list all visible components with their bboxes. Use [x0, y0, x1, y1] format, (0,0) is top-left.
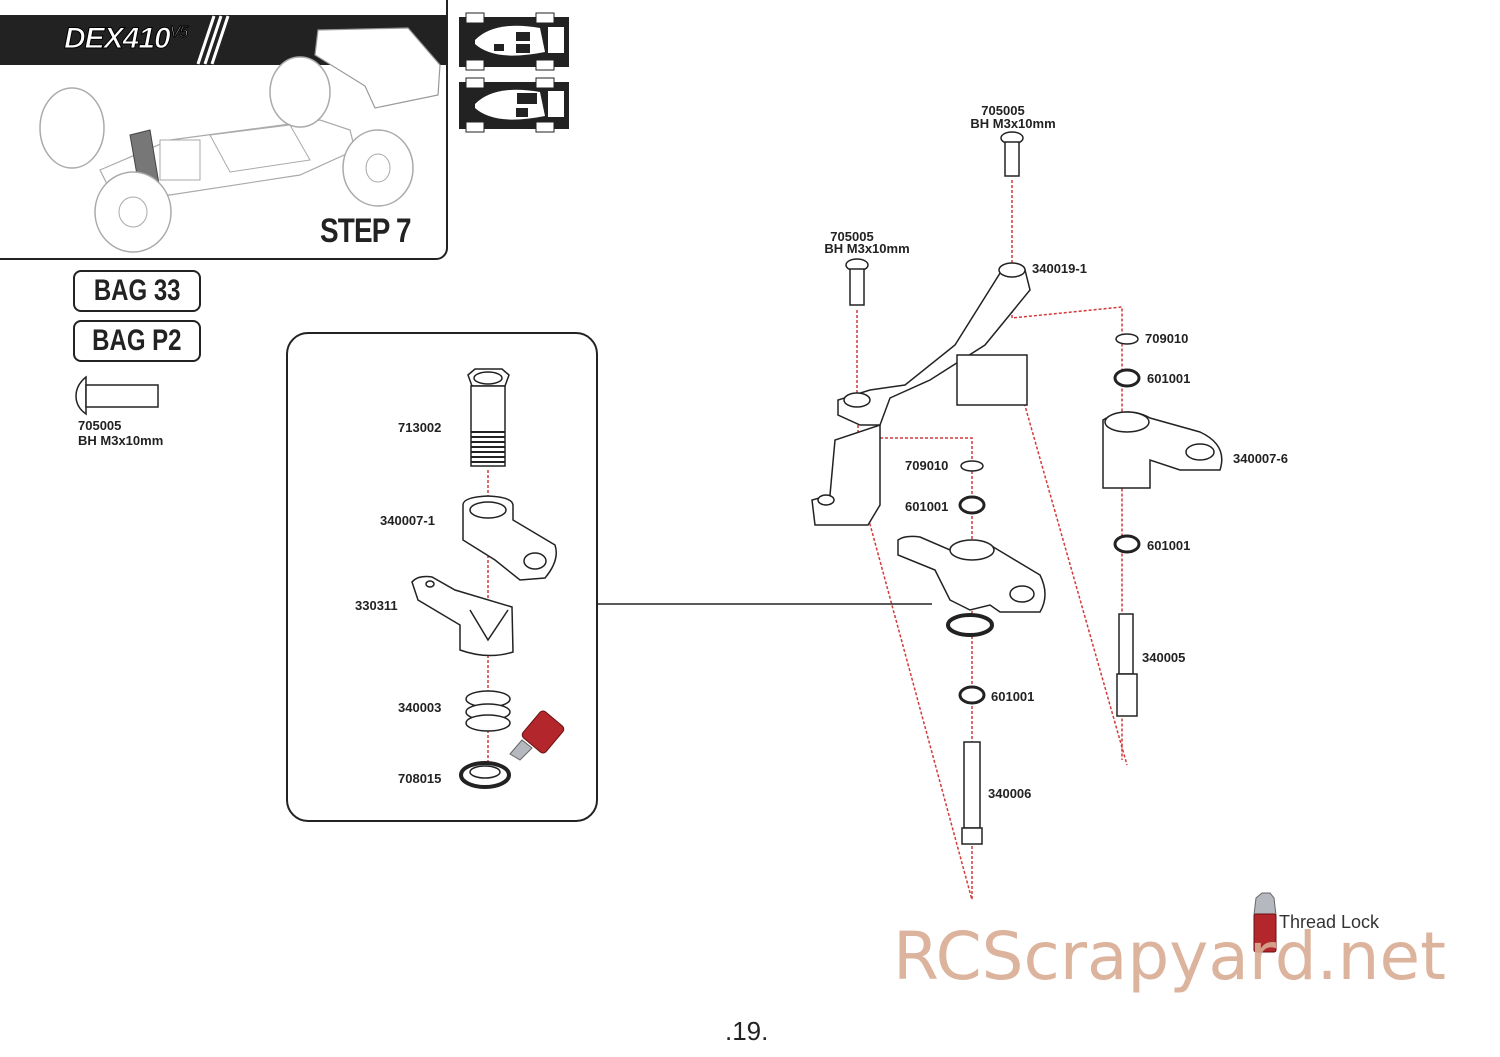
part-340007-6-steering-arm: [1102, 411, 1223, 489]
wheel-front-right: [94, 171, 172, 253]
screw-legend-icon: [75, 375, 159, 416]
part-label: 709010: [1145, 331, 1189, 346]
part-steering-arm-assembled: [897, 535, 1046, 637]
watermark: RCScrapyard.net: [893, 918, 1446, 995]
chassis-orientation-icon-top: [459, 12, 569, 71]
bearing-601001-left-bottom: [958, 685, 986, 705]
screw-left-description: BH M3x10mm: [824, 241, 910, 256]
screw-left-number: 705005: [830, 229, 874, 244]
bag-badge-33: BAG 33: [73, 270, 201, 312]
part-label: 340003: [398, 700, 442, 715]
wheel-front-left: [39, 87, 105, 169]
bag-label: BAG P2: [92, 324, 182, 357]
bearing-601001-right-bottom: [1113, 534, 1141, 554]
part-label: 713002: [398, 420, 442, 435]
part-label: 340007-6: [1233, 451, 1288, 466]
bearing-601001-left-top: [958, 495, 986, 515]
thread-lock-label: Thread Lock: [1279, 912, 1380, 932]
part-label: 340019-1: [1032, 261, 1087, 276]
screw-705005-left: [845, 258, 869, 306]
bag-badge-p2: BAG P2: [73, 320, 201, 362]
screw-top-number: 705005: [981, 103, 1025, 118]
header-slashes: [196, 15, 230, 65]
part-label: 340006: [988, 786, 1032, 801]
part-340019-1-bellcrank-bracket: [811, 262, 1031, 526]
part-label: 601001: [1147, 371, 1191, 386]
wheel-rear-right: [342, 129, 414, 207]
washer-709010-left: [960, 460, 984, 472]
brand-name: DEX410: [64, 22, 172, 56]
step-header: DEX410V5 STEP 7: [0, 0, 448, 260]
legend-part-number: 705005: [78, 418, 122, 433]
screw-705005-top: [1000, 131, 1024, 177]
part-label: 601001: [905, 499, 949, 514]
brand-version: V5: [169, 24, 189, 42]
part-label: 340007-1: [380, 513, 435, 528]
part-label: 601001: [1147, 538, 1191, 553]
part-label: 708015: [398, 771, 442, 786]
part-label: 330311: [355, 598, 398, 613]
brand-logo: DEX410V5: [64, 22, 189, 56]
step-number: STEP 7: [320, 212, 411, 250]
rear-wing: [314, 27, 441, 109]
screw-top-description: BH M3x10mm: [970, 116, 1056, 131]
bearing-601001-right-top: [1113, 368, 1141, 388]
wheel-rear-left: [269, 56, 331, 128]
bag-label: BAG 33: [93, 274, 181, 307]
post-340006: [961, 741, 983, 845]
post-340005: [1116, 613, 1138, 717]
legend-part-description: BH M3x10mm: [78, 433, 164, 448]
detail-panel: [286, 332, 598, 822]
car-illustration: [39, 15, 441, 253]
part-label: 601001: [991, 689, 1035, 704]
part-label: 709010: [905, 458, 949, 473]
washer-709010-right: [1115, 333, 1139, 345]
chassis-orientation-icon-bottom: [459, 77, 569, 133]
page-number: .19.: [725, 1016, 769, 1046]
part-label: 340005: [1142, 650, 1186, 665]
